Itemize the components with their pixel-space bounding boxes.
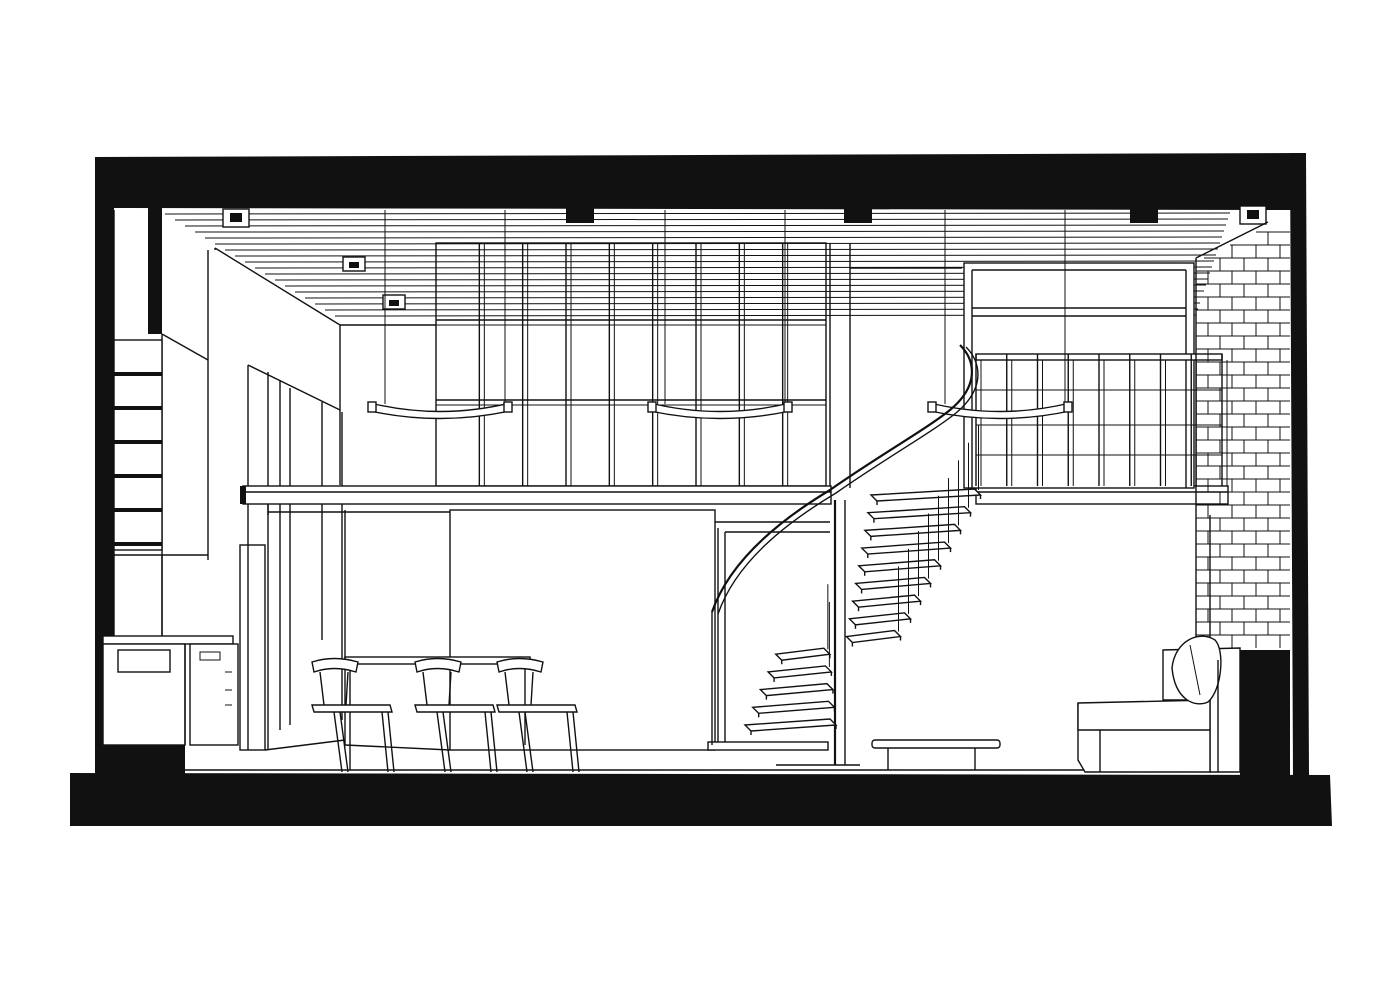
floor-upstand: [95, 745, 185, 775]
mezzanine-floor: [240, 485, 1229, 515]
pendant-lights: [367, 210, 1073, 420]
brick-wall: [1195, 221, 1290, 648]
pendant-light-icon: [647, 210, 793, 420]
sofa: [1077, 635, 1241, 773]
floor-upstand: [1240, 650, 1290, 775]
dining-chair-icon: [414, 657, 498, 773]
building-shell: [70, 153, 1332, 826]
roof-beam: [148, 206, 162, 334]
back-wall: [183, 243, 1240, 771]
pendant-light-icon: [927, 210, 1073, 420]
roof-beam: [1130, 206, 1158, 223]
spotlight-icon: [382, 294, 406, 310]
bookcase: [963, 262, 1195, 489]
dining-chair-icon: [496, 657, 580, 773]
dining-chairs: [311, 657, 580, 773]
right-wall: [1290, 153, 1309, 775]
spotlight-icon: [222, 208, 250, 228]
pendant-light-icon: [367, 210, 513, 420]
kitchen-wall-units: [102, 210, 266, 775]
roof-slab: [95, 153, 1306, 210]
left-wall: [95, 157, 114, 775]
spiral-staircase: [710, 344, 983, 765]
roof-beam: [566, 206, 594, 223]
floor-slab: [70, 773, 1332, 826]
roof-beam: [844, 206, 872, 223]
spotlight-icon: [342, 256, 366, 272]
dining-chair-icon: [311, 657, 395, 773]
coffee-table: [871, 739, 1001, 770]
glazed-wall: [435, 242, 827, 487]
spotlight-icon: [1239, 205, 1267, 225]
